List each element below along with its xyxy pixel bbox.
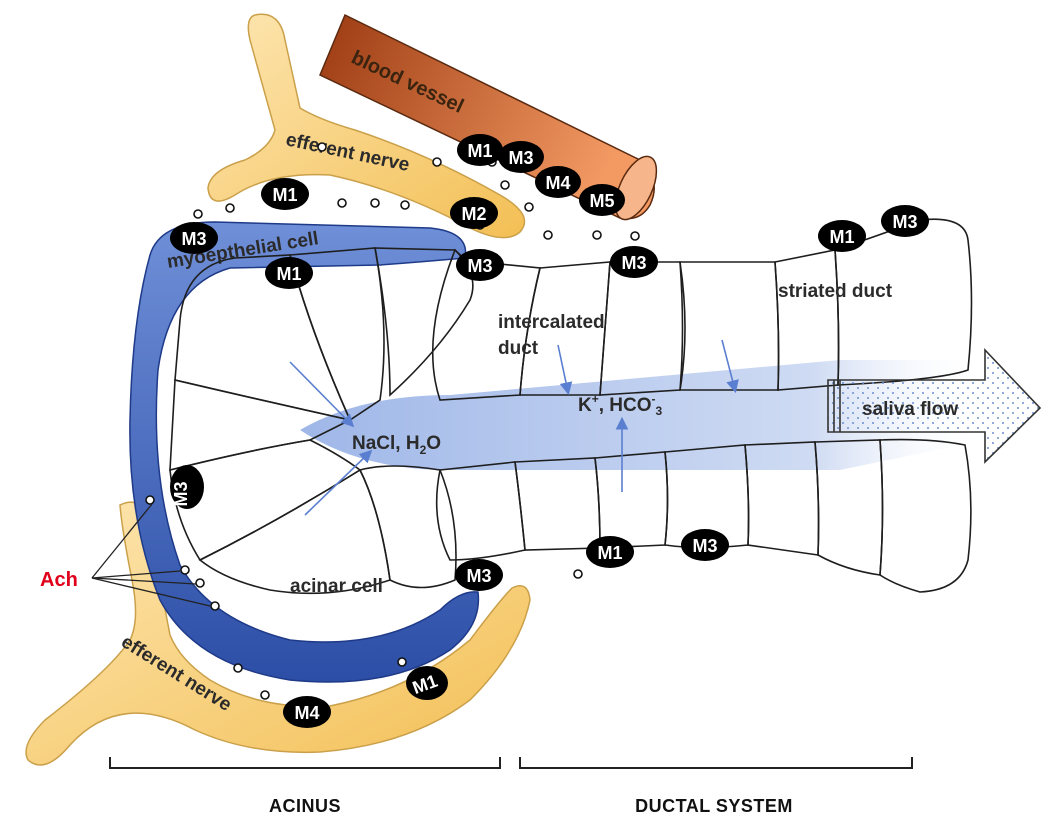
svg-text:M2: M2 [461,204,486,224]
receptor-vessel-m3: M3 [498,141,544,173]
receptor-nerve-bottom-m4: M4 [283,696,331,728]
svg-text:M5: M5 [589,191,614,211]
secretion-arrows [289,339,739,516]
svg-text:M3: M3 [181,229,206,249]
ductal-system-label: DUCTAL SYSTEM [635,796,793,816]
receptor-vessel-m4: M4 [535,166,581,198]
svg-text:M1: M1 [597,543,622,563]
svg-text:M3: M3 [467,256,492,276]
svg-text:M3: M3 [171,481,191,506]
svg-text:M1: M1 [276,264,301,284]
receptor-myo-m3-left: M3 [170,222,218,254]
saliva-flow-arrow: saliva flow [827,347,1042,464]
svg-text:M3: M3 [466,566,491,586]
receptor-acinar-m3-bottom: M3 [455,559,503,591]
ductal-system-bracket: DUCTAL SYSTEM [519,757,913,816]
svg-text:M3: M3 [621,253,646,273]
acinar-cells [169,247,474,595]
svg-text:M1: M1 [829,227,854,247]
receptor-vessel-m5: M5 [579,184,625,216]
svg-text:M1: M1 [467,141,492,161]
svg-text:M4: M4 [545,173,570,193]
svg-text:M3: M3 [692,536,717,556]
striated-duct-label: striated duct [778,281,893,302]
intercalated-duct-label-line1: intercalated [498,312,605,333]
receptor-duct-m3-bottom: M3 [681,529,729,561]
nacl-h2o-label: NaCl, H2O [352,433,441,457]
svg-text:M4: M4 [294,703,319,723]
receptor-duct-m1-bottom: M1 [586,536,634,568]
receptor-myo-m3-lower-left: M3 [170,465,204,509]
receptors: M1 M3 M4 M5 M1 M2 M3 M1 M3 M3 M1 M3 M3 M… [170,134,929,728]
receptor-striated-m1: M1 [818,220,866,252]
receptor-acinar-m1-top: M1 [265,257,313,289]
svg-text:M3: M3 [508,148,533,168]
acinus-bracket: ACINUS [109,757,501,816]
ach-annotation: Ach [40,503,211,607]
saliva-flow-label: saliva flow [862,399,958,420]
acinar-cell-label: acinar cell [290,576,383,597]
receptor-vessel-m1: M1 [457,134,503,166]
receptor-nerve-top-m2: M2 [450,197,498,229]
receptor-duct-m3-top: M3 [610,246,658,278]
receptor-striated-m3: M3 [881,205,929,237]
receptor-acinar-m3-top: M3 [456,249,504,281]
intercalated-duct-label-line2: duct [498,338,539,359]
k-hco3-label: K+, HCO-3 [578,392,663,418]
acinus-label: ACINUS [269,796,341,816]
svg-text:M3: M3 [892,212,917,232]
svg-text:M1: M1 [272,185,297,205]
receptor-nerve-top-m1: M1 [261,178,309,210]
ach-label: Ach [40,569,78,591]
receptor-nerve-bottom-m1: M1 [406,666,448,700]
